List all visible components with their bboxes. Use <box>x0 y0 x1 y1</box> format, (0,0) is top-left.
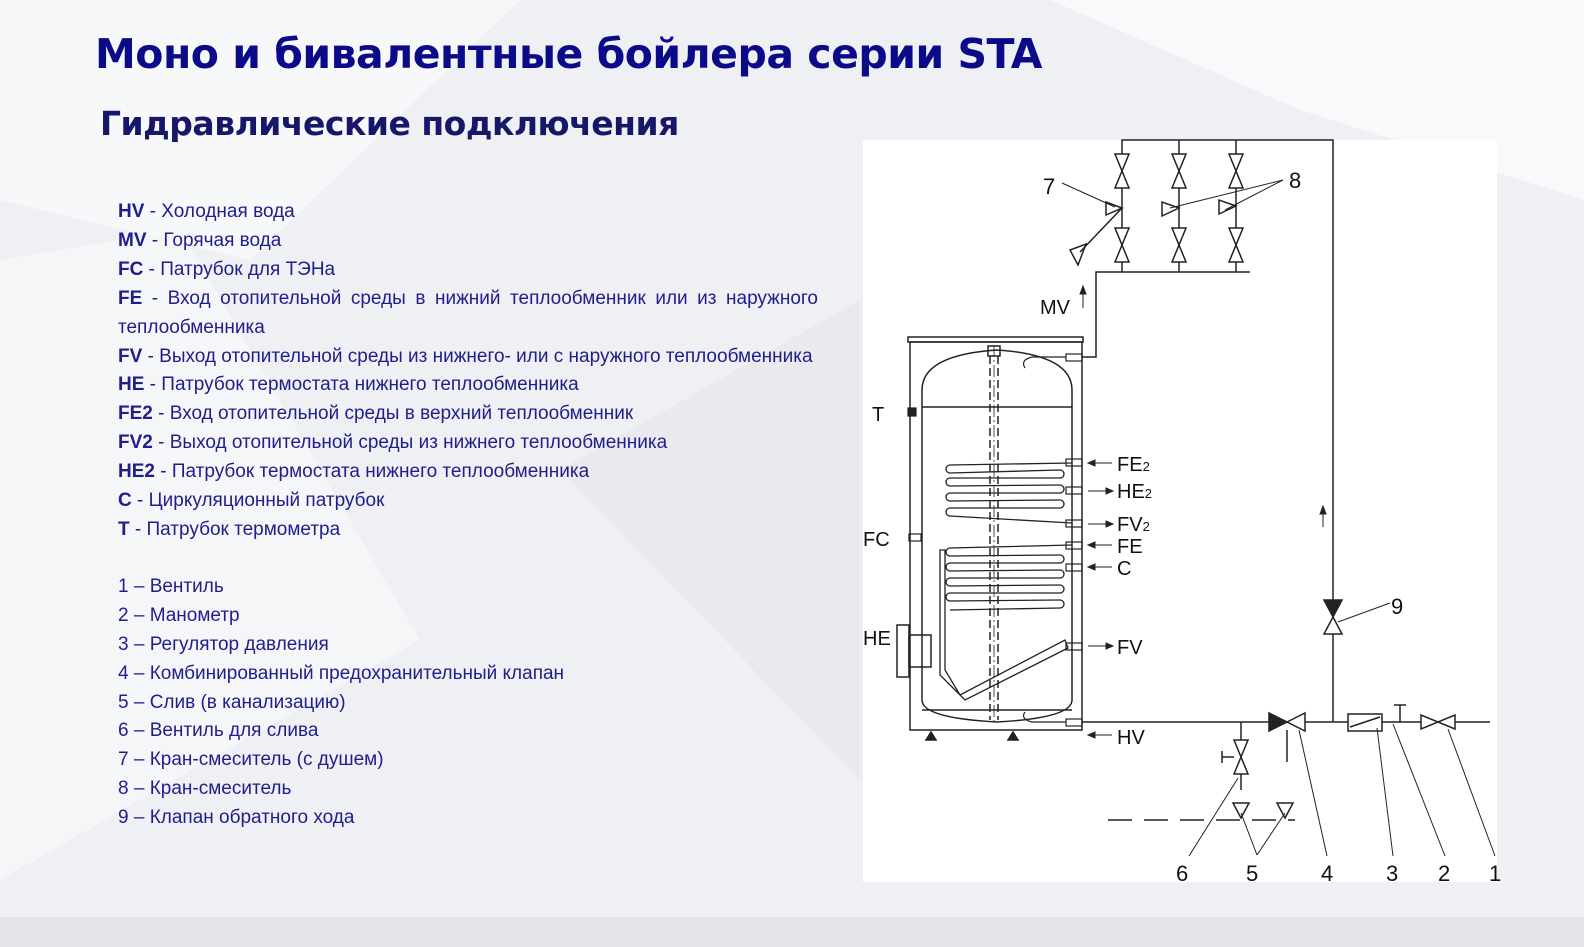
legend-item-hv: HV - Холодная вода <box>118 198 818 227</box>
component-item: 2 – Манометр <box>118 604 240 626</box>
number-7: 7 <box>1043 174 1055 199</box>
number-2: 2 <box>1438 861 1450 886</box>
component-item: 9 – Клапан обратного хода <box>118 807 355 829</box>
number-3: 3 <box>1386 861 1398 886</box>
label-c: C <box>1117 558 1131 580</box>
number-5: 5 <box>1246 861 1258 886</box>
legend-code: FV <box>118 345 143 367</box>
label-fv: FV <box>1117 637 1143 659</box>
label-he2: HE2 <box>1117 481 1152 503</box>
component-item: 8 – Кран-смеситель <box>118 778 292 800</box>
page-title: Моно и бивалентные бойлера серии STA <box>95 30 1043 78</box>
legend-text: - Вход отопительной среды в верхний тепл… <box>152 403 634 425</box>
legend-code: HE <box>118 374 145 396</box>
legend-code: HV <box>118 201 145 222</box>
legend-text: - Вход отопительной среды в нижний тепло… <box>118 287 818 338</box>
page-subtitle: Гидравлические подключения <box>100 104 679 143</box>
legend-item-fc: FC - Патрубок для ТЭНа <box>118 256 818 285</box>
legend-text: - Патрубок термостата нижнего теплообмен… <box>144 374 579 396</box>
legend-code: FE2 <box>118 403 153 425</box>
component-item: 6 – Вентиль для слива <box>118 720 319 742</box>
legend-item-fe2: FE2 - Вход отопительной среды в верхний … <box>118 400 818 429</box>
legend-code: MV <box>118 229 147 251</box>
component-item: 5 – Слив (в канализацию) <box>118 691 346 713</box>
label-he: HE <box>863 628 891 650</box>
legend-text: - Выход отопительной среды из нижнего те… <box>152 432 668 454</box>
label-fe: FE <box>1117 536 1143 558</box>
connections-legend: HV - Холодная вода MV - Горячая вода FC … <box>118 198 818 833</box>
number-9: 9 <box>1391 594 1403 619</box>
legend-code: C <box>118 490 132 512</box>
legend-item-t: T - Патрубок термометра <box>118 516 818 545</box>
label-t: T <box>872 404 884 426</box>
diagram-labels: T FC HE MV FE2 HE2 FV2 FE C FV HV 7 8 9 … <box>863 168 1501 886</box>
number-1: 1 <box>1489 861 1501 886</box>
label-mv: MV <box>1040 297 1071 319</box>
legend-text: - Патрубок для ТЭНа <box>143 258 336 280</box>
boiler-tank <box>896 336 1084 741</box>
footer-band <box>0 917 1584 947</box>
legend-text: - Горячая вода <box>146 229 282 251</box>
legend-item-c: C - Циркуляционный патрубок <box>118 487 818 516</box>
legend-item-mv: MV - Горячая вода <box>118 227 818 256</box>
legend-item-fv: FV - Выход отопительной среды из нижнего… <box>118 343 818 372</box>
legend-code: HE2 <box>118 461 155 483</box>
piping <box>1061 139 1496 857</box>
legend-text: - Выход отопительной среды из нижнего- и… <box>142 345 813 367</box>
legend-text: - Патрубок термостата нижнего теплообмен… <box>154 461 590 483</box>
component-item: 7 – Кран-смеситель (с душем) <box>118 749 384 771</box>
component-item: 3 – Регулятор давления <box>118 633 329 655</box>
legend-code: T <box>118 518 130 540</box>
legend-code: FE <box>118 287 143 309</box>
number-6: 6 <box>1176 861 1188 886</box>
legend-text: - Циркуляционный патрубок <box>131 490 385 512</box>
label-fv2: FV2 <box>1117 514 1150 536</box>
legend-item-fv2: FV2 - Выход отопительной среды из нижнег… <box>118 429 818 458</box>
legend-text: - Патрубок термометра <box>129 518 341 540</box>
component-item: 1 – Вентиль <box>118 575 224 597</box>
legend-item-fe: FE - Вход отопительной среды в нижний те… <box>118 285 818 343</box>
legend-item-he: HE - Патрубок термостата нижнего теплооб… <box>118 371 818 400</box>
legend-text: - Холодная вода <box>144 201 295 222</box>
label-fe2: FE2 <box>1117 454 1150 476</box>
legend-code: FC <box>118 258 144 280</box>
label-fc: FC <box>863 529 890 551</box>
label-hv: HV <box>1117 727 1145 749</box>
component-item: 4 – Комбинированный предохранительный кл… <box>118 662 565 684</box>
legend-code: FV2 <box>118 432 153 454</box>
legend-item-he2: HE2 - Патрубок термостата нижнего теплоо… <box>118 458 818 487</box>
number-4: 4 <box>1321 861 1333 886</box>
number-8: 8 <box>1289 168 1301 193</box>
